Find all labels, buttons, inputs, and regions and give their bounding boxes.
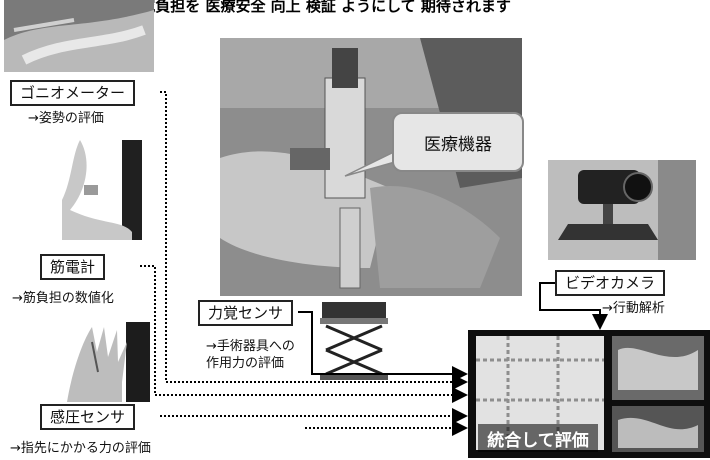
pressure-note: →指先にかかる力の評価 [10,441,151,456]
integration-label: 統合して評価 [478,424,598,452]
force-label: 力覚センサ [198,300,294,326]
scissor-stand-graphic [316,302,392,382]
camera-graphic [548,160,696,260]
hand-photo-graphic [4,0,154,72]
header-cut-text: ー 究負担を 医療安全 向上 検証 ようにして 期待されます [120,0,511,15]
video-camera-photo [548,160,696,260]
video-note: →行動解析 [602,301,665,316]
goniometer-note: →姿勢の評価 [28,111,104,126]
goniometer-photo [4,0,154,72]
device-callout: 医療機器 [392,112,524,172]
arm-photo-graphic [62,140,142,240]
force-note: →手術器具への 作用力の評価 [206,339,295,371]
goniometer-label: ゴニオメーター [10,80,136,106]
pressure-photo [62,322,150,402]
emg-note: →筋負担の数値化 [12,291,114,306]
fingers-photo-graphic [62,322,150,402]
force-sensor-photo [316,302,392,382]
emg-label: 筋電計 [40,254,106,280]
video-label: ビデオカメラ [555,270,666,296]
emg-photo [62,140,142,240]
pressure-label: 感圧センサ [40,404,136,430]
